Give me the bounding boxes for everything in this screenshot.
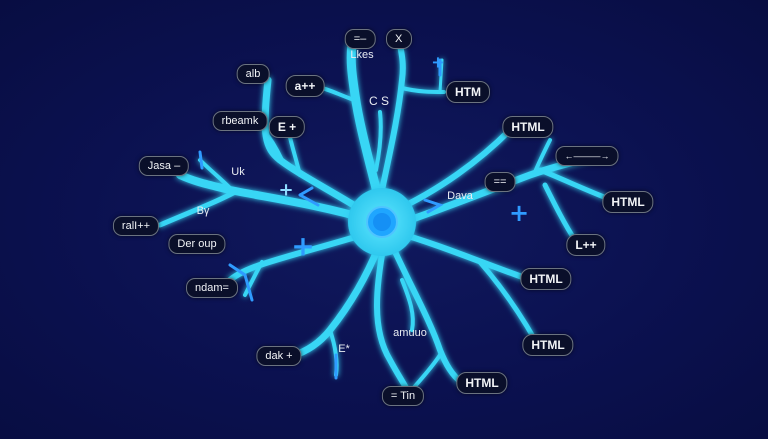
mark-left [198, 150, 204, 170]
label-arrow-box: ←———→ [555, 146, 619, 166]
mark-lower-left [228, 263, 254, 302]
label-htm: HTM [446, 81, 490, 103]
dendrite-up-branch-apps [320, 86, 356, 102]
dendrite-bottom-main [374, 235, 413, 398]
label-top-right-box: X [386, 29, 412, 49]
label-top-under: Lkes [350, 49, 374, 61]
dendrite-lower-left-down [243, 260, 264, 297]
dendrite-left-upper-branch [260, 126, 284, 162]
label-eq-box: == [484, 172, 516, 192]
label-top-left-box: =– [344, 29, 376, 49]
dendrite-up-branch-cs [374, 110, 383, 172]
dendrite-up-branch-right [377, 42, 406, 203]
plus-icon: + [508, 199, 530, 227]
arrow-right-icon [423, 198, 444, 214]
label-html-2: HTML [602, 191, 654, 213]
label-ndam: ndam= [186, 278, 238, 298]
dendrite-right-lower [392, 229, 528, 281]
label-amuuo: amuuo [393, 327, 427, 339]
dendrite-lower-left [227, 229, 375, 283]
plus-icon: + [291, 229, 315, 263]
label-uk: Uk [231, 166, 245, 178]
label-html-3: HTML [520, 268, 572, 290]
label-text: =– [353, 33, 367, 45]
label-dava: Dava [447, 190, 473, 202]
dendrite-bottom [288, 234, 386, 360]
label-e-star: E* [338, 343, 350, 355]
plus-icon: + [278, 179, 294, 201]
dendrite-right-lower-down [477, 259, 538, 343]
dendrite-up-branch-htm [400, 86, 446, 94]
label-html-4: HTML [522, 334, 574, 356]
label-by: Bγ [196, 205, 210, 217]
label-java: Jasa – [138, 156, 190, 176]
accent-marks [198, 58, 444, 380]
label-rall: ralI++ [112, 216, 160, 236]
dendrite-right-twig-up [533, 138, 552, 174]
label-html-5: HTML [456, 372, 508, 394]
dendrite-amuuo [400, 278, 415, 332]
label-alb: alb [236, 64, 270, 84]
label-dak: dak + [256, 346, 302, 366]
label-e-plus: E + [268, 116, 306, 138]
dendrite-up [346, 40, 385, 210]
label-html-1: HTML [502, 116, 554, 138]
dendrite-bottom-right [389, 242, 465, 386]
label-a-plus-plus: a++ [285, 75, 325, 97]
plus-icon: + [431, 52, 445, 72]
label-rbeamk: rbeamk [212, 111, 268, 131]
label-text: X [395, 33, 403, 45]
label-l-plus-plus: L++ [566, 234, 606, 256]
label-cs: C S [368, 94, 390, 108]
dendrite-left-down [157, 189, 238, 228]
dendrite-right-down [542, 182, 578, 243]
dendrite-left [176, 171, 374, 224]
label-der-oup: Der oup [168, 234, 226, 254]
arrow-left-icon [298, 186, 320, 207]
label-tin: = Tin [381, 386, 425, 406]
